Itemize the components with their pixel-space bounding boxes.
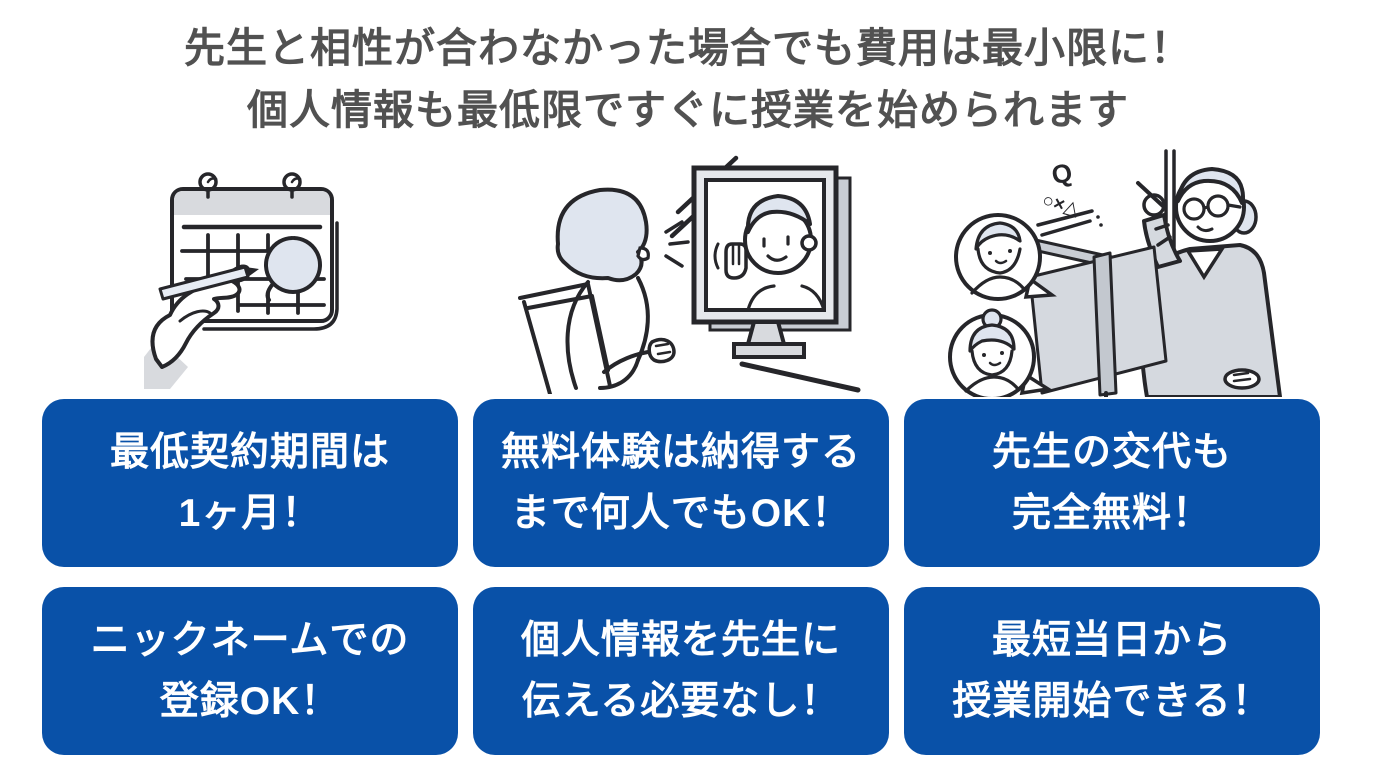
speech-marks — [664, 220, 690, 268]
card-line: 授業開始できる！ — [952, 680, 1272, 723]
calendar-ring — [282, 172, 302, 199]
card-line: 登録OK！ — [159, 680, 341, 723]
benefit-card-same-day-start: 最短当日から 授業開始できる！ — [904, 587, 1320, 755]
calendar-back-sheet — [202, 221, 339, 331]
teacher-speech-marks — [1154, 223, 1172, 247]
monitor-base — [732, 342, 806, 359]
waving-hand — [724, 242, 748, 280]
card-line: 個人情報を先生に — [520, 619, 841, 662]
card-line: 完全無料！ — [1011, 492, 1212, 535]
student2-hair — [968, 323, 1016, 353]
teacher — [1136, 167, 1282, 397]
card-line: 最低契約期間は — [109, 431, 390, 474]
teacher-glasses — [1182, 194, 1242, 221]
teacher-collar — [1184, 247, 1226, 281]
card-line: 最短当日から — [991, 619, 1232, 662]
board-stand — [1092, 251, 1118, 397]
section-heading: 先生と相性が合わなかった場合でも費用は最小限に！ 個人情報も最低限ですぐに授業を… — [0, 0, 1376, 141]
woman-hair — [555, 187, 649, 283]
pen-tip — [245, 267, 259, 277]
benefit-card-free-trial: 無料体験は納得する まで何人でもOK！ — [473, 399, 889, 567]
video-call-illustration — [473, 145, 889, 397]
card-line: ニックネームでの — [90, 619, 410, 662]
student-bubble — [948, 308, 1053, 397]
boy-ear — [800, 234, 818, 252]
date-highlight — [266, 238, 318, 292]
woman-mouth — [636, 246, 650, 262]
benefit-card-contract-period: 最低契約期間は 1ヶ月！ — [42, 399, 458, 567]
calendar-illustration — [42, 145, 458, 397]
card-line: 伝える必要なし！ — [521, 680, 841, 723]
squiggle — [1036, 209, 1103, 237]
date-circle-stroke — [264, 236, 322, 294]
calendar-pen-icon — [144, 172, 339, 389]
student1-hair — [974, 221, 1022, 251]
teacher-pen — [1136, 181, 1166, 209]
calendar-ring — [198, 172, 218, 199]
card-line: 1ヶ月！ — [178, 492, 322, 535]
heading-line-1: 先生と相性が合わなかった場合でも費用は最小限に！ — [184, 25, 1192, 71]
teacher-board-illustration: Q ○×△ — [904, 145, 1320, 397]
illustration-row: Q ○×△ — [42, 145, 1376, 397]
benefit-card-teacher-change: 先生の交代も 完全無料！ — [904, 399, 1320, 567]
boy-hair — [745, 194, 812, 234]
calendar-header — [174, 191, 330, 215]
monitor-stand — [745, 320, 787, 346]
heading-line-2: 個人情報も最低限ですぐに授業を始められます — [247, 87, 1129, 133]
card-line: まで何人でもOK！ — [510, 492, 852, 535]
video-call-icon — [518, 155, 861, 394]
benefit-card-personal-info: 個人情報を先生に 伝える必要なし！ — [473, 587, 889, 755]
desk-line — [739, 361, 861, 393]
symbol-q: Q — [1049, 157, 1075, 191]
benefit-cards: 最低契約期間は 1ヶ月！ 無料体験は納得する まで何人でもOK！ 先生の交代も … — [42, 399, 1376, 755]
card-line: 先生の交代も — [991, 431, 1232, 474]
card-line: 無料体験は納得する — [500, 431, 861, 474]
benefit-card-nickname: ニックネームでの 登録OK！ — [42, 587, 458, 755]
woman — [555, 187, 690, 390]
teacher-hair — [1176, 167, 1245, 205]
student-bubble — [954, 213, 1057, 301]
teacher-board-icon: Q ○×△ — [948, 149, 1282, 397]
board — [1028, 245, 1168, 397]
chair — [518, 282, 612, 394]
woman-hand — [647, 337, 676, 364]
boy-on-screen — [713, 194, 826, 312]
